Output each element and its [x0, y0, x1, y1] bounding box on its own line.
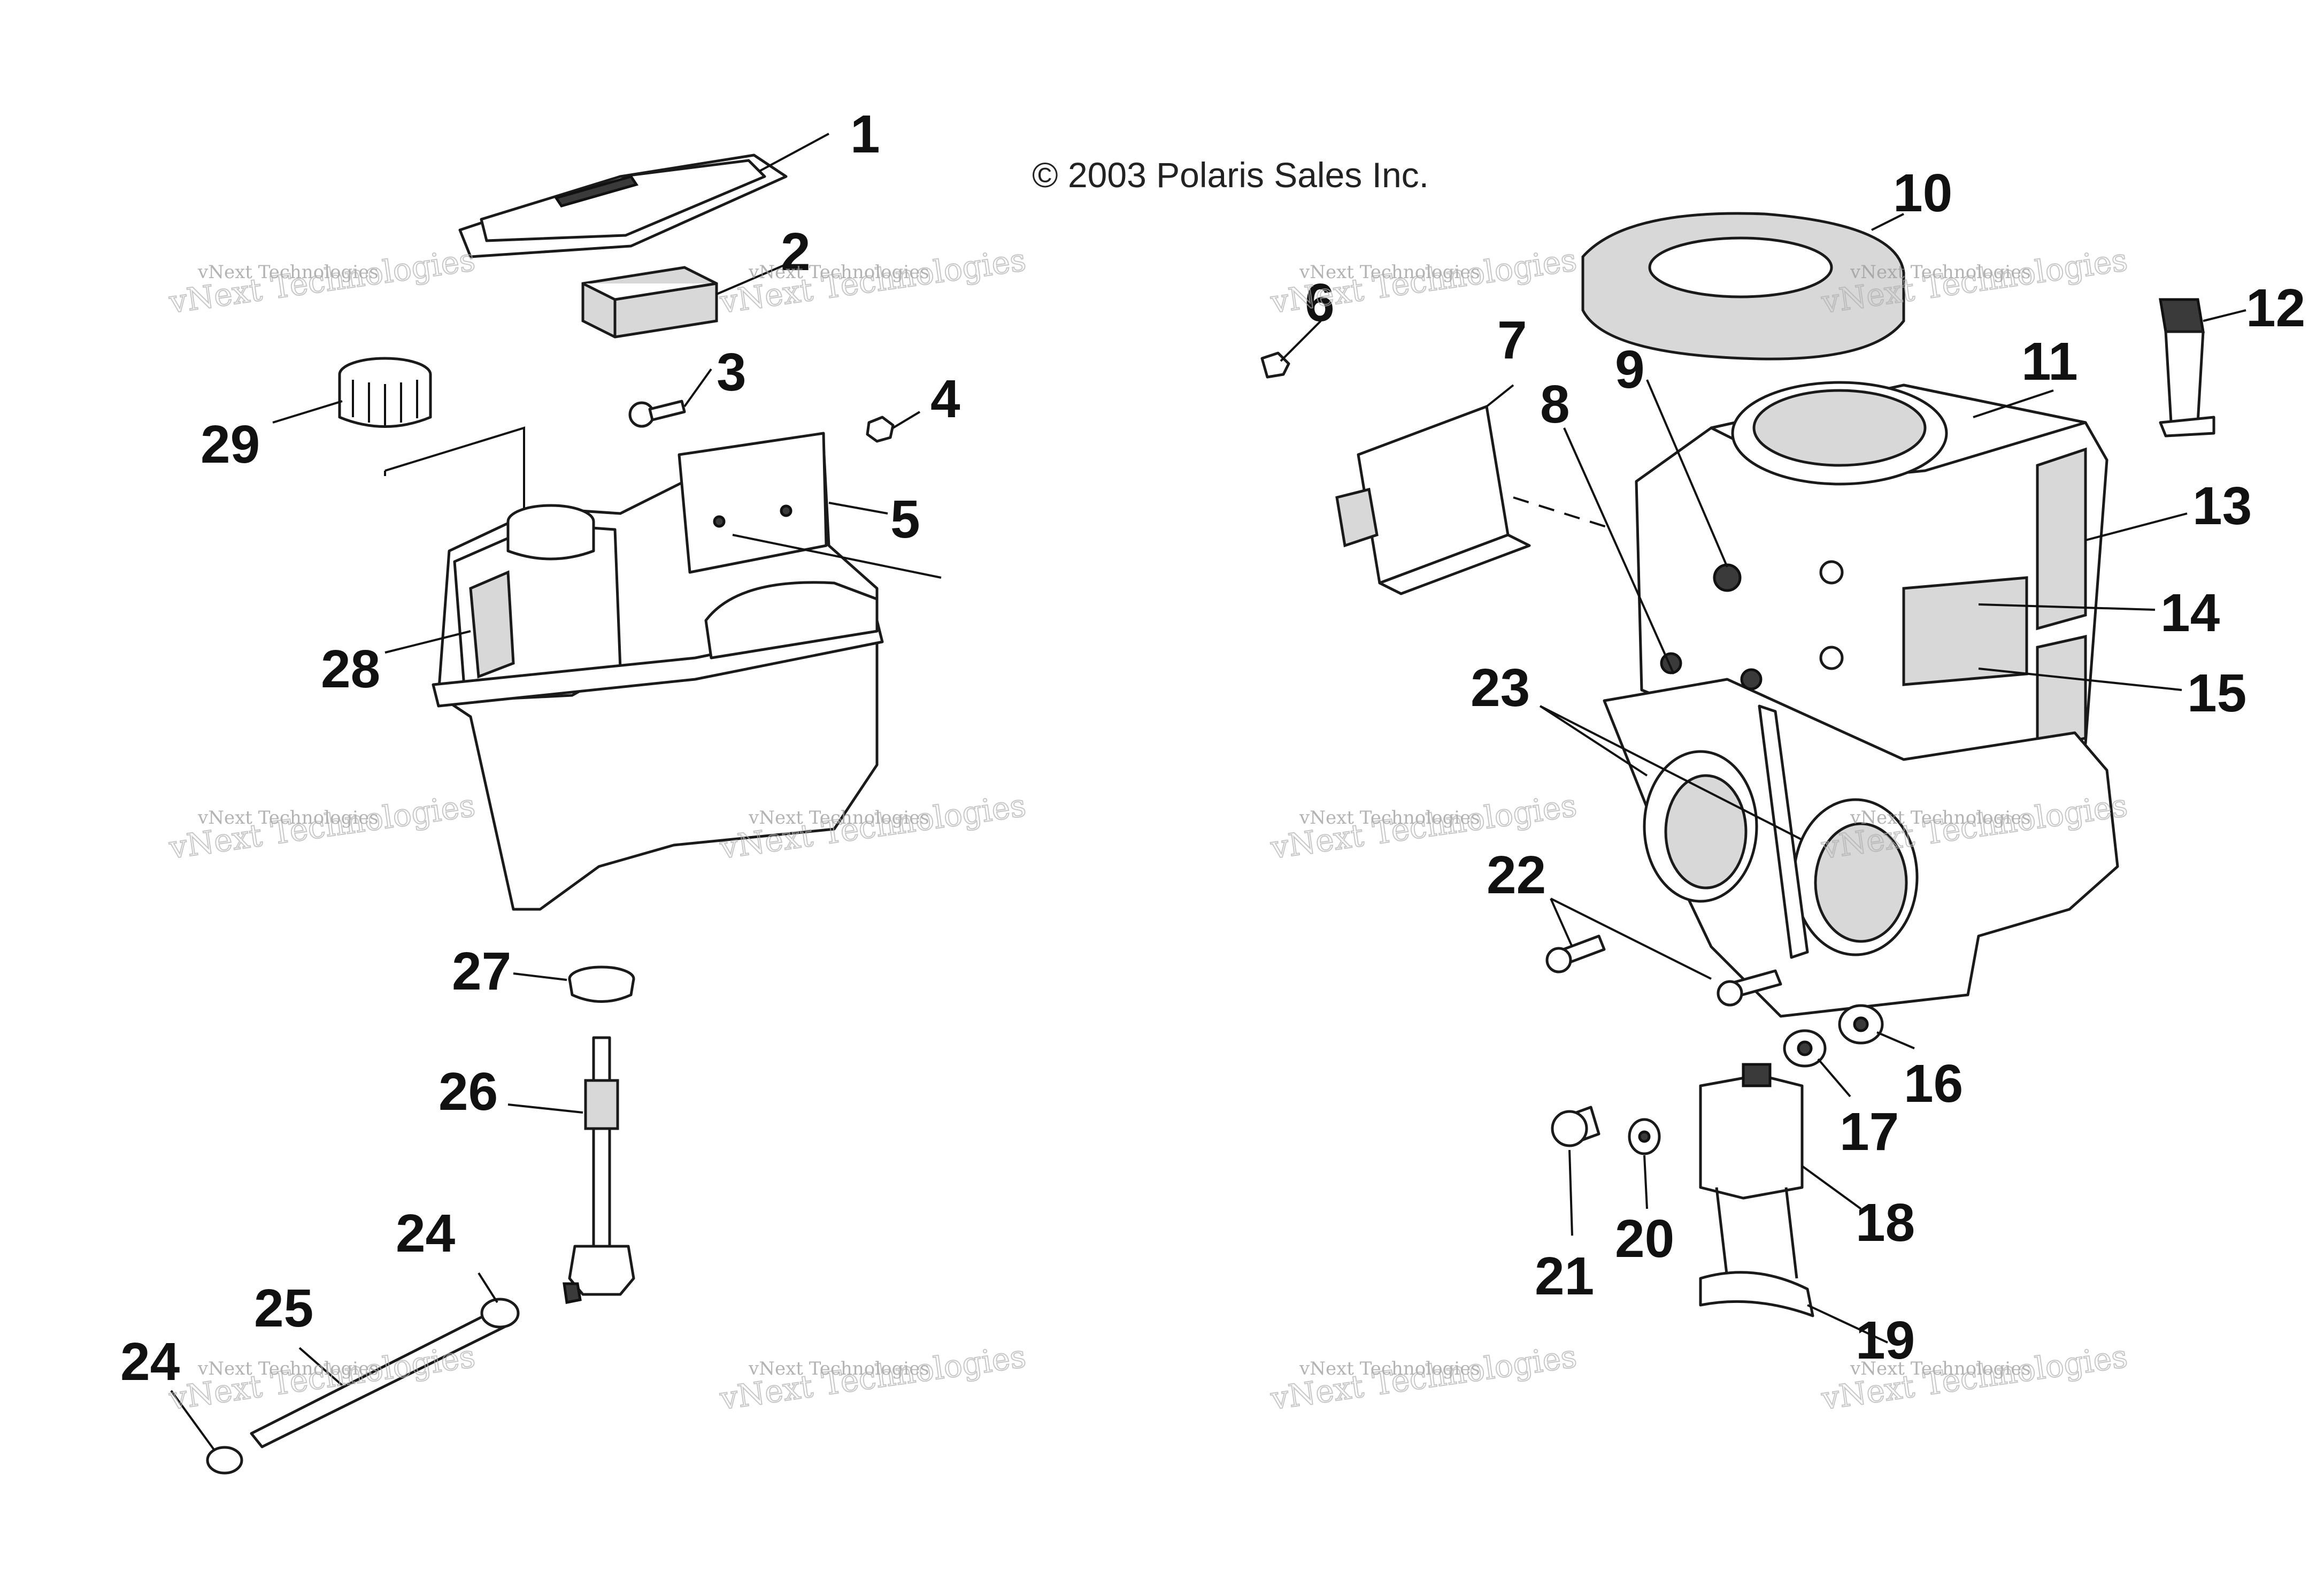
callout-24-upper: 24 [396, 1203, 456, 1263]
part-20-washer [1628, 1118, 1661, 1155]
watermark: vNext Technologies vNext Technologies [717, 1337, 1028, 1417]
callout-14: 14 [2160, 583, 2220, 643]
callout-24-lower: 24 [120, 1332, 180, 1392]
callout-26: 26 [438, 1062, 498, 1122]
part-19-strap [1699, 1271, 1814, 1317]
part-22-screws [1545, 934, 1782, 1007]
part-21-bolt [1551, 1106, 1600, 1147]
svg-text:vNext Technologies: vNext Technologies [1268, 241, 1579, 320]
svg-text:vNext Technologies: vNext Technologies [166, 241, 477, 320]
leader-lines [170, 133, 2246, 1451]
callout-20: 20 [1615, 1209, 1674, 1269]
svg-text:vNext Technologies: vNext Technologies [1850, 807, 2031, 829]
part-24-clamp-right [480, 1298, 520, 1329]
svg-text:vNext Technologies: vNext Technologies [1299, 1358, 1480, 1379]
part-1-cover [458, 154, 788, 258]
part-24-clamp-left [206, 1446, 243, 1475]
part-16-grommet [1838, 1004, 1884, 1045]
callout-8: 8 [1540, 374, 1570, 434]
svg-text:vNext Technologies: vNext Technologies [1850, 1358, 2031, 1379]
watermark: vNext Technologies vNext Technologies [1267, 241, 1579, 321]
svg-text:vNext Technologies: vNext Technologies [1299, 262, 1480, 283]
svg-text:vNext Technologies: vNext Technologies [748, 1358, 929, 1379]
watermark: vNext Technologies vNext Technologies [717, 241, 1028, 321]
svg-text:vNext Technologies: vNext Technologies [748, 807, 929, 829]
watermark: vNext Technologies vNext Technologies [166, 786, 478, 866]
part-4-nut [866, 416, 895, 443]
svg-text:vNext Technologies: vNext Technologies [166, 787, 477, 866]
part-17-grommet [1783, 1029, 1827, 1068]
part-12-latch [2159, 298, 2215, 438]
callout-15: 15 [2187, 663, 2246, 723]
part-26-oil-sensor [563, 1036, 635, 1304]
callout-10: 10 [1893, 163, 1952, 223]
svg-text:vNext Technologies: vNext Technologies [1850, 262, 2031, 283]
part-10-foam-ring [1581, 212, 1905, 361]
part-27-grommet [568, 965, 635, 1003]
callout-22: 22 [1487, 845, 1546, 905]
svg-text:vNext Technologies: vNext Technologies [1299, 807, 1480, 829]
callout-9: 9 [1615, 340, 1645, 400]
callout-1: 1 [850, 104, 880, 164]
callout-6: 6 [1305, 273, 1335, 333]
svg-text:vNext Technologies: vNext Technologies [197, 807, 379, 829]
part-14-label [1902, 576, 2028, 686]
airbox-lower [1603, 652, 2119, 1018]
callout-16: 16 [1904, 1054, 1963, 1114]
callout-2: 2 [781, 222, 811, 282]
callout-3: 3 [717, 342, 747, 402]
svg-text:vNext Technologies: vNext Technologies [717, 241, 1028, 320]
part-28-oil-tank [432, 432, 884, 911]
callout-28: 28 [321, 639, 380, 699]
callout-29: 29 [201, 415, 260, 474]
watermark: vNext Technologies vNext Technologies [166, 241, 478, 321]
callout-numbers: 1 2 3 4 5 6 7 8 9 10 11 12 13 14 15 16 1… [120, 104, 2305, 1392]
part-13-label [2036, 447, 2087, 631]
callout-12: 12 [2246, 278, 2305, 338]
callout-21: 21 [1535, 1246, 1594, 1306]
svg-text:vNext Technologies: vNext Technologies [748, 262, 929, 283]
part-7-module [1335, 405, 1531, 595]
callout-18: 18 [1856, 1193, 1915, 1253]
part-18-bracket [1699, 1063, 1804, 1279]
part-3-bolt [628, 400, 686, 428]
callout-4: 4 [930, 369, 960, 429]
part-29-filler-cap [338, 357, 432, 428]
watermark: vNext Technologies vNext Technologies [1267, 1337, 1579, 1417]
svg-text:vNext Technologies: vNext Technologies [197, 1358, 379, 1379]
svg-text:vNext Technologies: vNext Technologies [717, 1338, 1028, 1417]
copyright-notice: © 2003 Polaris Sales Inc. [1032, 155, 1429, 195]
callout-25: 25 [254, 1278, 313, 1338]
svg-text:vNext Technologies: vNext Technologies [197, 262, 379, 283]
callout-13: 13 [2192, 476, 2252, 536]
callout-19: 19 [1856, 1310, 1915, 1370]
part-15-label [2036, 634, 2087, 751]
callout-17: 17 [1840, 1102, 1899, 1162]
svg-text:vNext Technologies: vNext Technologies [1268, 1338, 1579, 1417]
callout-27: 27 [452, 941, 511, 1001]
callout-7: 7 [1497, 310, 1527, 370]
callout-5: 5 [890, 489, 920, 549]
part-2-foam-block [581, 266, 718, 339]
callout-11: 11 [2021, 332, 2078, 392]
callout-23: 23 [1471, 658, 1530, 718]
